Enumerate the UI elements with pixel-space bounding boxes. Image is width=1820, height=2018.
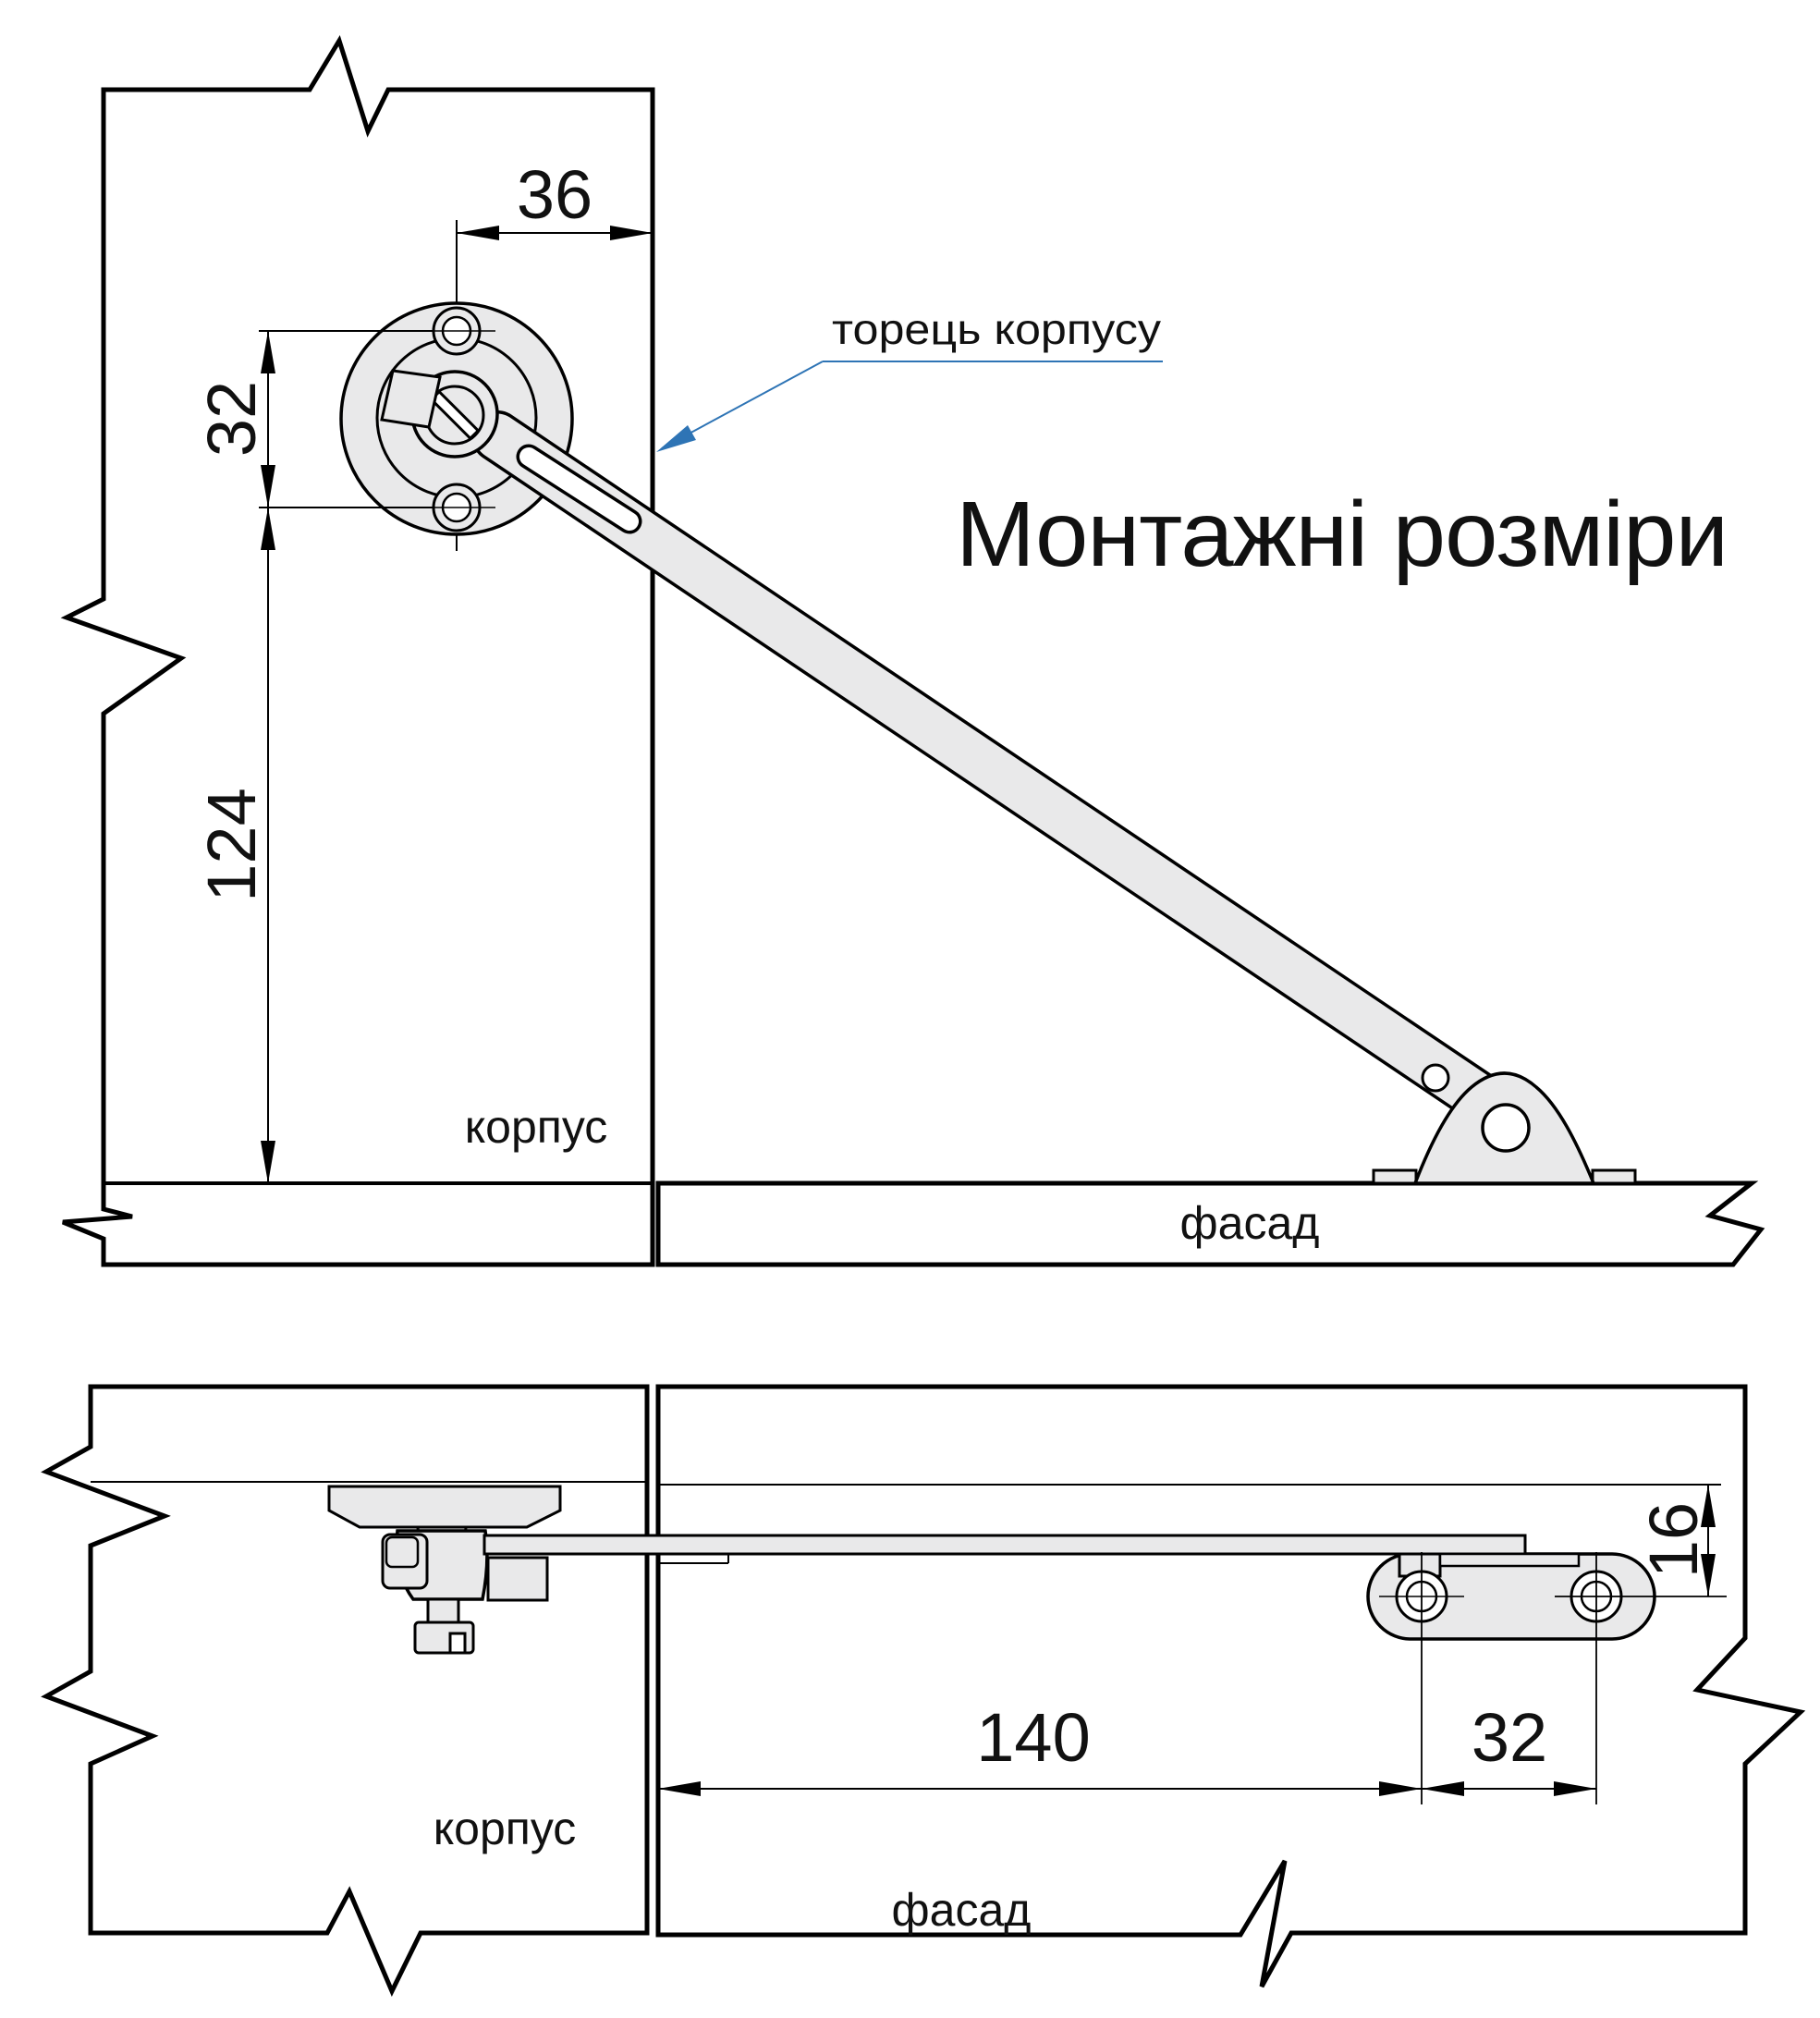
dim-32-top-value: 32	[193, 381, 270, 457]
hinge-leaf-plan	[1438, 1552, 1581, 1568]
bottom-view-front-label: фасад	[892, 1884, 1032, 1936]
edge-callout: торець корпусу	[656, 305, 1163, 452]
dim-16-value: 16	[1635, 1502, 1712, 1578]
facade-strip-outline	[655, 1180, 1765, 1267]
top-view-cabinet-label: корпус	[465, 1101, 608, 1153]
top-view-front-label: фасад	[1180, 1197, 1320, 1249]
dim-32-bottom: 32	[1422, 1699, 1596, 1796]
cabinet-panel-plan-outline	[41, 1384, 650, 1997]
bottom-view-cabinet-label: корпус	[434, 1803, 577, 1854]
pivot-assembly	[380, 369, 499, 459]
side-block-plan	[486, 1556, 549, 1602]
bottom-view: 140 32 16 корпус фасад	[41, 1384, 1806, 1997]
facade-panel-plan-outline	[655, 1384, 1806, 1988]
edge-callout-label: торець корпусу	[832, 305, 1161, 353]
arm-end-hole	[1421, 1063, 1450, 1093]
foot-hole	[1481, 1103, 1531, 1153]
dim-36-value: 36	[517, 156, 592, 233]
foot-plate-plan	[482, 1534, 1656, 1641]
damper-body-plan	[327, 1485, 562, 1655]
stay-arm	[471, 410, 1523, 1135]
mount-plate-plan	[327, 1485, 562, 1529]
callout-arrow-icon	[656, 425, 696, 452]
release-clip	[380, 369, 442, 429]
dim-32-bottom-value: 32	[1472, 1699, 1547, 1776]
dim-32-top: 32	[193, 330, 434, 508]
dim-16: 16	[1555, 1485, 1727, 1597]
dim-124: 124	[193, 508, 275, 1183]
dim-124-value: 124	[193, 788, 270, 901]
dim-36: 36	[457, 156, 653, 240]
top-view: 36 32 124 торець корпусу корпус фасад	[60, 34, 1765, 1267]
adjust-screw-stem	[426, 1597, 460, 1624]
page-title: Монтажні розміри	[956, 483, 1728, 586]
dim-140-value: 140	[976, 1699, 1090, 1776]
arm-plan	[482, 1534, 1527, 1556]
foot-bracket	[1372, 1071, 1637, 1185]
